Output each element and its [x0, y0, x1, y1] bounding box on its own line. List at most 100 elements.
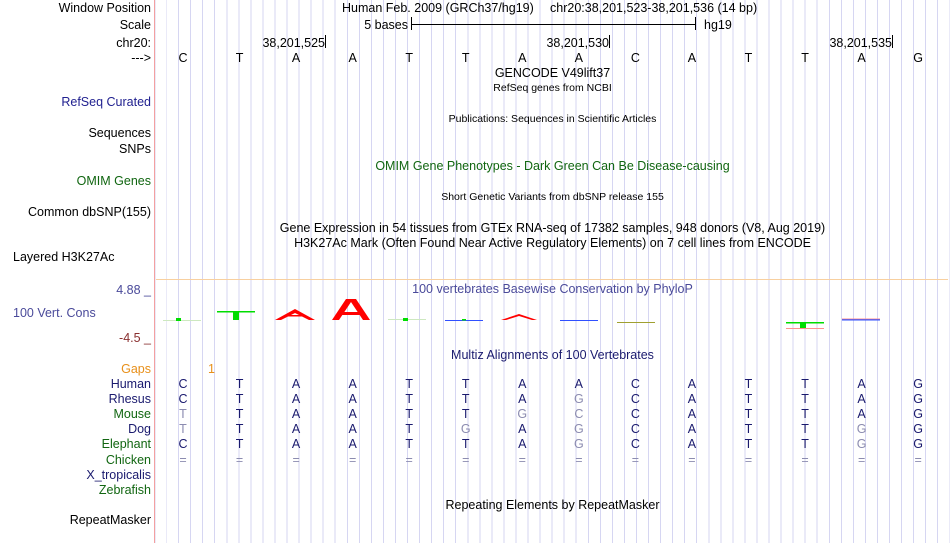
h3k27ac-label[interactable]: Layered H3K27Ac: [13, 250, 115, 264]
alignment-base: T: [461, 377, 470, 391]
alignment-base: A: [291, 392, 301, 407]
species-label[interactable]: Chicken: [105, 452, 151, 467]
alignment-base: A: [518, 377, 527, 391]
alignment-base: C: [178, 392, 188, 407]
alignment-base: A: [291, 377, 301, 391]
species-label[interactable]: Zebrafish: [98, 482, 151, 497]
refseq-label[interactable]: RefSeq Curated: [61, 95, 151, 109]
alignment-base: T: [179, 407, 187, 422]
sequence-base: A: [348, 51, 357, 65]
sequence-base: A: [857, 51, 866, 65]
gencode-title[interactable]: GENCODE V49lift37: [494, 66, 611, 80]
sequence-base: T: [801, 51, 809, 65]
h3k27ac-title[interactable]: H3K27Ac Mark (Often Found Near Active Re…: [294, 236, 811, 250]
phylop-mark-t3: [445, 319, 483, 321]
phylop-title[interactable]: 100 vertebrates Basewise Conservation by…: [412, 282, 693, 296]
alignment-base: =: [348, 452, 357, 467]
coord-tick-label: 38,201,530: [546, 36, 609, 50]
alignment-base: A: [687, 392, 697, 407]
omim-title[interactable]: OMIM Gene Phenotypes - Dark Green Can Be…: [375, 159, 730, 173]
species-label[interactable]: Mouse: [113, 407, 151, 422]
alignment-base: A: [574, 377, 584, 391]
alignment-base: C: [178, 437, 188, 452]
window-position-label: Window Position: [58, 1, 151, 15]
alignment-base: A: [687, 407, 697, 422]
alignment-base: T: [405, 377, 413, 391]
species-label[interactable]: X_tropicalis: [86, 467, 151, 482]
alignment-base: =: [518, 452, 526, 467]
scale-db: hg19: [704, 18, 732, 32]
sequence-base: C: [630, 51, 640, 65]
alignment-base: A: [518, 392, 527, 407]
alignment-base: G: [573, 437, 584, 452]
alignment-base: =: [801, 452, 809, 467]
alignment-base: =: [857, 452, 866, 467]
alignment-base: T: [744, 392, 753, 407]
publications-title[interactable]: Publications: Sequences in Scientific Ar…: [448, 113, 657, 125]
alignment-base: T: [179, 422, 187, 437]
alignment-base: =: [462, 452, 470, 467]
refseq-title[interactable]: RefSeq genes from NCBI: [493, 82, 612, 94]
sequence-base: G: [913, 51, 923, 65]
multiz-title[interactable]: Multiz Alignments of 100 Vertebrates: [451, 348, 654, 362]
alignment-base: T: [461, 407, 470, 422]
alignment-base: T: [744, 407, 753, 422]
dbsnp-title[interactable]: Short Genetic Variants from dbSNP releas…: [441, 191, 664, 203]
chrom-label: chr20:: [116, 36, 151, 50]
position-text[interactable]: chr20:38,201,523-38,201,536 (14 bp): [550, 1, 758, 15]
alignment-base: =: [914, 452, 922, 467]
gtex-title[interactable]: Gene Expression in 54 tissues from GTEx …: [279, 221, 826, 235]
alignment-base: =: [405, 452, 413, 467]
assembly-text: Human Feb. 2009 (GRCh37/hg19): [342, 1, 534, 15]
gaps-label[interactable]: Gaps: [121, 362, 151, 376]
scale-bar-end: [695, 17, 696, 30]
alignment-base: G: [913, 422, 923, 437]
alignment-base: =: [235, 452, 244, 467]
strand-label[interactable]: --->: [131, 51, 151, 65]
repeatmasker-title[interactable]: Repeating Elements by RepeatMasker: [445, 498, 660, 512]
phylop-mark-c: [163, 318, 201, 321]
alignment-base: G: [913, 392, 923, 407]
sequences-label[interactable]: Sequences: [88, 126, 151, 140]
omim-label[interactable]: OMIM Genes: [76, 174, 151, 188]
species-label[interactable]: Elephant: [101, 437, 151, 452]
alignment-base: C: [574, 407, 584, 422]
alignment-base: T: [235, 377, 244, 391]
scale-label: Scale: [119, 18, 151, 32]
alignment-base: =: [744, 452, 753, 467]
alignment-base: G: [913, 437, 923, 452]
alignment-base: G: [856, 422, 867, 437]
alignment-base: A: [348, 407, 357, 422]
alignment-base: C: [630, 377, 640, 391]
alignment-base: A: [348, 422, 357, 437]
alignment-base: A: [518, 422, 527, 437]
alignment-base: T: [405, 392, 413, 407]
alignment-base: =: [631, 452, 640, 467]
phylop-mark-t: [217, 311, 255, 320]
alignment-base: G: [856, 437, 867, 452]
alignment-base: C: [630, 392, 640, 407]
alignment-base: A: [291, 422, 301, 437]
alignment-base: G: [573, 392, 584, 407]
repeatmasker-label[interactable]: RepeatMasker: [69, 513, 151, 527]
base-grid: [155, 0, 950, 543]
coord-tick-label: 38,201,535: [829, 36, 892, 50]
alignment-base: A: [348, 392, 357, 407]
alignment-base: A: [857, 392, 866, 407]
phylop-label[interactable]: 100 Vert. Cons: [13, 306, 96, 320]
dbsnp-label[interactable]: Common dbSNP(155): [28, 205, 151, 219]
coord-tick: [609, 35, 610, 48]
species-label[interactable]: Dog: [128, 422, 151, 437]
snps-label[interactable]: SNPs: [119, 142, 151, 156]
species-label[interactable]: Rhesus: [108, 392, 151, 407]
alignment-base: C: [630, 422, 640, 437]
alignment-base: C: [630, 437, 640, 452]
scale-text: 5 bases: [364, 18, 408, 32]
alignment-base: T: [801, 437, 809, 452]
species-label[interactable]: Human: [110, 377, 151, 391]
alignment-base: A: [687, 422, 697, 437]
alignment-base: T: [801, 392, 809, 407]
scale-bar-start: [411, 17, 412, 30]
scale-bar: [411, 24, 695, 25]
alignment-base: T: [235, 407, 244, 422]
